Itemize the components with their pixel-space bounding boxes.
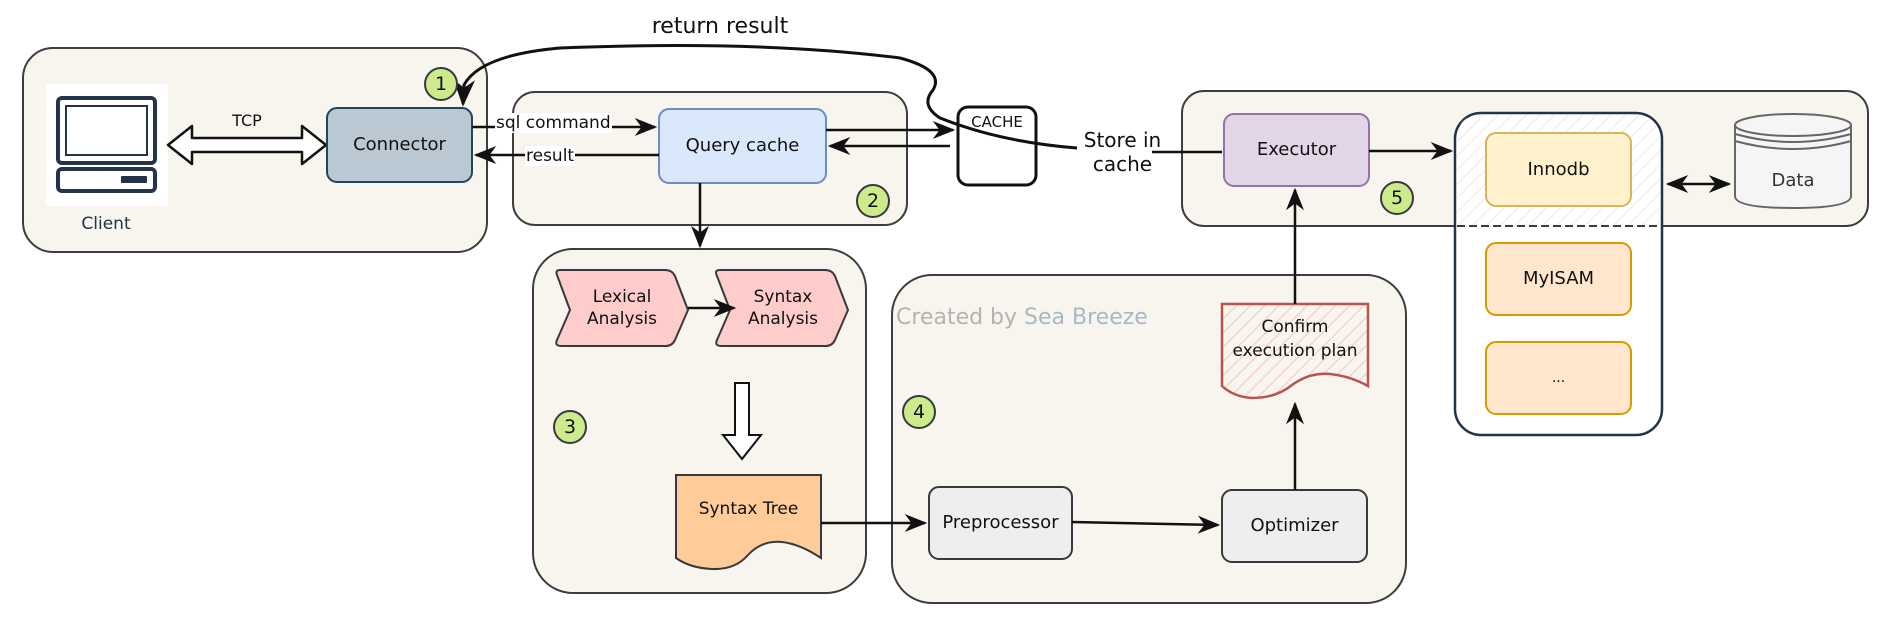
innodb-box bbox=[1485, 132, 1632, 207]
step-badge-5: 5 bbox=[1380, 181, 1414, 215]
other-engines-box bbox=[1485, 341, 1632, 415]
hollow-down-arrow bbox=[720, 382, 764, 461]
step-badge-3: 3 bbox=[553, 410, 587, 444]
edges bbox=[453, 44, 1732, 534]
edge-return-result bbox=[453, 44, 1078, 150]
step-badge-2: 2 bbox=[856, 184, 890, 218]
watermark-author: Sea Breeze bbox=[1024, 305, 1148, 330]
optimizer-label: Optimizer bbox=[1250, 515, 1339, 536]
data-label: Data bbox=[1771, 170, 1815, 191]
client-label: Client bbox=[81, 214, 131, 234]
other-engines-label: ... bbox=[1551, 370, 1566, 386]
watermark: Created by Sea Breeze bbox=[896, 304, 1148, 332]
step-badge-4: 4 bbox=[902, 395, 936, 429]
executor-label: Executor bbox=[1256, 139, 1337, 160]
database-icon bbox=[1734, 113, 1852, 210]
syntax-tree-shape bbox=[675, 474, 822, 571]
step-badge-1: 1 bbox=[424, 67, 458, 101]
preprocessor-label: Preprocessor bbox=[942, 512, 1059, 533]
store-in-cache-label: Store in cache bbox=[1083, 128, 1162, 176]
syntax-tree-label: Syntax Tree bbox=[698, 499, 799, 519]
sql-command-label: sql command bbox=[495, 113, 612, 133]
query-cache-box bbox=[658, 108, 827, 184]
return-result-label: return result bbox=[651, 14, 789, 39]
confirm-plan-shape bbox=[1220, 302, 1370, 400]
innodb-label: Innodb bbox=[1527, 158, 1590, 180]
syntax-analysis-shape bbox=[715, 269, 850, 347]
cache-label: CACHE bbox=[971, 113, 1023, 131]
cache-box bbox=[956, 105, 1038, 187]
lexical-analysis-label: Lexical Analysis bbox=[586, 287, 658, 329]
lexical-analysis-shape bbox=[555, 269, 690, 347]
watermark-prefix: Created by bbox=[896, 305, 1025, 330]
result-label: result bbox=[525, 146, 576, 166]
computer-icon bbox=[46, 84, 168, 206]
edge-preprocessor-to-optimizer bbox=[1071, 515, 1221, 534]
connector-label: Connector bbox=[353, 134, 446, 155]
tcp-label: TCP bbox=[232, 111, 262, 130]
confirm-plan-label: Confirm execution plan bbox=[1232, 317, 1358, 361]
syntax-analysis-label: Syntax Analysis bbox=[747, 287, 819, 329]
myisam-label: MyISAM bbox=[1522, 268, 1595, 289]
query-cache-label: Query cache bbox=[685, 135, 800, 156]
connector-box bbox=[326, 107, 473, 183]
myisam-box bbox=[1485, 242, 1632, 316]
